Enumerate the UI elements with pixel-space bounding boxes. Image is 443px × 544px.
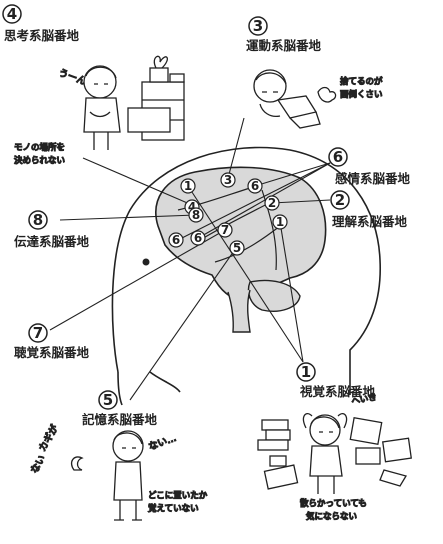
svg-text:カギが: カギが [36,422,61,453]
svg-text:思考系脳番地: 思考系脳番地 [4,28,80,43]
svg-text:面倒くさい: 面倒くさい [340,89,383,100]
svg-text:聴覚系脳番地: 聴覚系脳番地 [14,345,90,360]
label-transmission: 8 伝達系脳番地 [14,210,90,249]
label-auditory: 7 聴覚系脳番地 [14,323,90,360]
marker-memory: 5 [229,240,245,256]
brain [155,166,327,333]
svg-text:運動系脳番地: 運動系脳番地 [246,38,322,53]
svg-text:伝達系脳番地: 伝達系脳番地 [14,234,90,249]
svg-text:6: 6 [251,179,259,193]
illustration-motor: 捨てるのが 面倒くさい [253,69,384,129]
marker-transmission: 8 [188,207,204,223]
marker-emotion-left: 6 [168,232,184,248]
svg-text:4: 4 [7,5,17,23]
svg-text:モノの場所を: モノの場所を [14,142,65,153]
marker-visual-right: 1 [272,214,288,230]
label-motor: 3 運動系脳番地 [246,16,322,53]
svg-text:理解系脳番地: 理解系脳番地 [332,214,408,229]
svg-text:記憶系脳番地: 記憶系脳番地 [82,412,158,427]
brain-fold-4 [261,189,277,271]
label-emotion: 6 感情系脳番地 [328,147,411,186]
svg-text:ない…: ない… [147,433,178,453]
label-visual: 1 視覚系脳番地 [296,362,376,399]
svg-text:うーん: うーん [57,67,88,87]
marker-visual-top: 1 [180,178,196,194]
illustration-memory: カギが ない ない… どこに置いたか 覚えていない [28,422,208,521]
svg-text:どこに置いたか: どこに置いたか [148,491,208,501]
cerebellum [247,279,301,312]
svg-text:1: 1 [301,363,311,381]
brain-stem [227,289,251,333]
svg-text:散らかっていても: 散らかっていても [300,498,367,509]
svg-text:6: 6 [172,233,180,247]
svg-text:覚えていない: 覚えていない [148,503,199,514]
brain-fold-1 [177,187,251,211]
svg-text:3: 3 [253,17,263,35]
svg-text:捨てるのが: 捨てるのが [340,76,383,87]
label-thinking: 4 思考系脳番地 [2,4,80,43]
svg-text:2: 2 [335,191,345,209]
svg-text:5: 5 [233,241,241,255]
marker-emotion-mid: 6 [190,230,206,246]
svg-text:感情系脳番地: 感情系脳番地 [335,171,411,186]
brain-fold-3 [214,225,281,263]
head-silhouette [111,146,382,406]
pointer-lines [49,117,331,401]
illustration-visual: へいき 散らかっていても 気にならない [257,392,412,523]
brain-markers: 1 3 6 4 8 2 1 6 6 7 5 [168,172,288,256]
marker-emotion-top: 6 [247,178,263,194]
svg-text:5: 5 [103,391,113,409]
svg-text:決められない: 決められない [14,155,65,166]
marker-comprehension: 2 [264,195,280,211]
eye-dot [142,258,150,266]
marker-auditory: 7 [217,222,233,238]
svg-text:へいき: へいき [351,393,378,407]
svg-text:8: 8 [192,208,200,222]
svg-text:7: 7 [221,223,229,237]
svg-text:3: 3 [224,173,232,187]
marker-motor: 3 [220,172,236,188]
svg-text:気にならない: 気にならない [306,511,357,522]
svg-text:1: 1 [276,215,284,229]
svg-text:ない: ない [29,454,48,476]
svg-text:8: 8 [33,211,43,229]
svg-text:1: 1 [184,179,192,193]
illustration-thinking: うーん モノの場所を 決められない [13,55,185,167]
label-memory: 5 記憶系脳番地 [82,390,158,427]
svg-text:6: 6 [194,231,202,245]
svg-text:4: 4 [188,200,196,214]
svg-text:視覚系脳番地: 視覚系脳番地 [299,384,376,399]
svg-text:2: 2 [268,196,276,210]
svg-text:7: 7 [33,324,43,342]
svg-text:6: 6 [333,148,343,166]
label-comprehension: 2 理解系脳番地 [330,190,408,229]
